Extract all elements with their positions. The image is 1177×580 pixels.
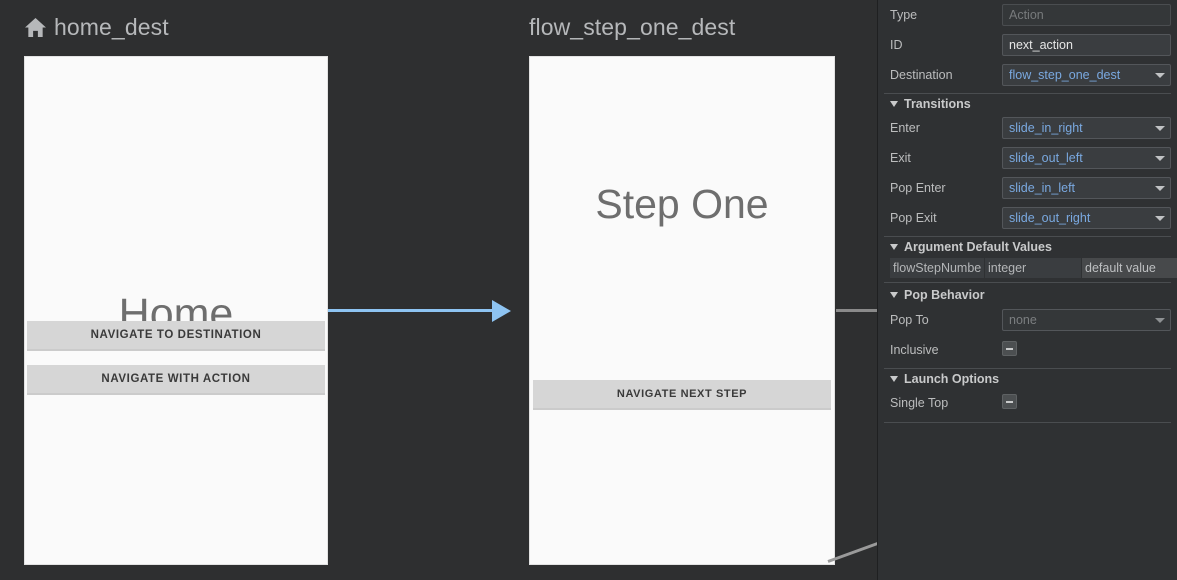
dropdown-destination-value: flow_step_one_dest xyxy=(1009,68,1121,82)
checkbox-single-top[interactable] xyxy=(1002,394,1017,409)
dropdown-enter-value: slide_in_right xyxy=(1009,121,1083,135)
chevron-down-icon xyxy=(890,292,898,298)
navigation-graph-canvas[interactable]: home_dest Home NAVIGATE TO DESTINATION N… xyxy=(0,0,877,580)
field-row-pop-exit: Pop Exit slide_out_right xyxy=(884,203,1171,233)
divider xyxy=(884,282,1171,283)
destination-title-label: flow_step_one_dest xyxy=(529,14,736,40)
dropdown-exit[interactable]: slide_out_left xyxy=(1002,147,1171,169)
connector-stub-step-one-right[interactable] xyxy=(836,309,877,312)
label-pop-to: Pop To xyxy=(890,313,929,327)
destination-preview-flow-step-one-dest: Step One NAVIGATE NEXT STEP xyxy=(530,57,834,564)
input-type[interactable]: Action xyxy=(1002,4,1171,26)
destination-frame-flow-step-one-dest[interactable]: Step One NAVIGATE NEXT STEP xyxy=(529,56,835,565)
label-destination: Destination xyxy=(890,68,953,82)
chevron-down-icon xyxy=(1155,216,1165,221)
field-row-inclusive: Inclusive xyxy=(884,335,1171,365)
destination-title-label: home_dest xyxy=(54,14,169,40)
preview-button-navigate-to-destination[interactable]: NAVIGATE TO DESTINATION xyxy=(27,321,325,351)
section-label-pop-behavior: Pop Behavior xyxy=(904,288,985,302)
section-header-argument-default-values[interactable]: Argument Default Values xyxy=(884,236,1171,256)
preview-button-navigate-with-action[interactable]: NAVIGATE WITH ACTION xyxy=(27,365,325,395)
arg-type-cell[interactable]: integer xyxy=(985,258,1082,278)
dropdown-pop-enter-value: slide_in_left xyxy=(1009,181,1076,195)
section-label-argument-default-values: Argument Default Values xyxy=(904,239,1052,254)
table-row[interactable]: flowStepNumbe integer default value xyxy=(890,258,1177,278)
chevron-down-icon xyxy=(1155,73,1165,78)
label-single-top: Single Top xyxy=(890,396,949,410)
checkbox-inclusive[interactable] xyxy=(1002,341,1017,356)
dropdown-exit-value: slide_out_left xyxy=(1009,151,1083,165)
arg-default-value-cell[interactable]: default value xyxy=(1082,258,1177,278)
label-enter: Enter xyxy=(890,121,920,135)
attributes-inspector-panel[interactable]: Type Action ID next_action Destination f… xyxy=(877,0,1177,580)
field-row-enter: Enter slide_in_right xyxy=(884,113,1171,143)
dropdown-pop-to[interactable]: none xyxy=(1002,309,1171,331)
label-pop-exit: Pop Exit xyxy=(890,211,937,225)
destination-frame-home-dest[interactable]: Home NAVIGATE TO DESTINATION NAVIGATE WI… xyxy=(24,56,328,565)
dropdown-pop-enter[interactable]: slide_in_left xyxy=(1002,177,1171,199)
chevron-down-icon xyxy=(890,243,898,250)
arg-name-cell[interactable]: flowStepNumbe xyxy=(890,258,985,278)
destination-title-flow-step-one-dest[interactable]: flow_step_one_dest xyxy=(529,14,735,41)
chevron-down-icon xyxy=(890,100,898,107)
chevron-down-icon xyxy=(1155,318,1165,323)
field-row-single-top: Single Top xyxy=(884,388,1171,418)
chevron-down-icon xyxy=(890,375,898,382)
connector-line-home-to-step-one[interactable] xyxy=(328,309,493,312)
preview-button-navigate-next-step[interactable]: NAVIGATE NEXT STEP xyxy=(533,380,831,410)
chevron-down-icon xyxy=(1155,186,1165,191)
chevron-down-icon xyxy=(1155,126,1165,131)
field-row-type: Type Action xyxy=(884,0,1171,30)
divider xyxy=(884,422,1171,423)
section-label-launch-options: Launch Options xyxy=(904,371,1000,386)
chevron-down-icon xyxy=(1155,156,1165,161)
section-header-pop-behavior[interactable]: Pop Behavior xyxy=(884,285,1171,305)
destination-preview-home-dest: Home NAVIGATE TO DESTINATION NAVIGATE WI… xyxy=(25,57,327,564)
field-row-id: ID next_action xyxy=(884,30,1171,60)
label-type: Type xyxy=(890,8,918,22)
section-header-transitions[interactable]: Transitions xyxy=(884,93,1171,113)
section-label-transitions: Transitions xyxy=(904,96,971,111)
label-pop-enter: Pop Enter xyxy=(890,181,946,195)
field-row-pop-to: Pop To none xyxy=(884,305,1171,335)
connector-arrowhead-home-to-step-one xyxy=(492,300,511,322)
dropdown-pop-exit-value: slide_out_right xyxy=(1009,211,1091,225)
dropdown-pop-exit[interactable]: slide_out_right xyxy=(1002,207,1171,229)
field-row-exit: Exit slide_out_left xyxy=(884,143,1171,173)
destination-title-home-dest[interactable]: home_dest xyxy=(24,14,169,41)
input-id[interactable]: next_action xyxy=(1002,34,1171,56)
field-row-pop-enter: Pop Enter slide_in_left xyxy=(884,173,1171,203)
dropdown-enter[interactable]: slide_in_right xyxy=(1002,117,1171,139)
field-row-destination: Destination flow_step_one_dest xyxy=(884,60,1171,90)
section-header-launch-options[interactable]: Launch Options xyxy=(884,368,1171,388)
label-inclusive: Inclusive xyxy=(890,343,939,357)
home-icon xyxy=(25,17,46,38)
dropdown-pop-to-value: none xyxy=(1009,313,1037,327)
dropdown-destination[interactable]: flow_step_one_dest xyxy=(1002,64,1171,86)
preview-title-step-one: Step One xyxy=(595,181,769,227)
label-id: ID xyxy=(890,38,903,52)
label-exit: Exit xyxy=(890,151,911,165)
